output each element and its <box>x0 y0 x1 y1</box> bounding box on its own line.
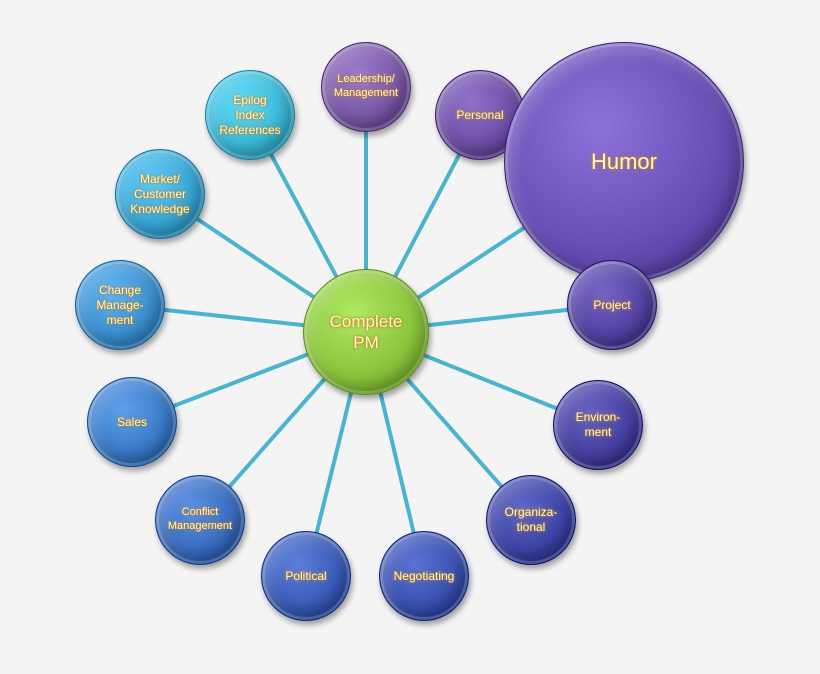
node-project: Project <box>567 260 657 350</box>
node-humor: Humor <box>504 42 744 282</box>
node-political-label: Political <box>285 568 327 583</box>
node-epilog-label: Epilog Index References <box>219 92 281 137</box>
node-humor-label: Humor <box>590 149 657 175</box>
node-sales-label: Sales <box>116 414 148 429</box>
node-leadership: Leadership/ Management <box>321 42 411 132</box>
node-complete-pm: Complete PM <box>303 269 429 395</box>
node-political: Political <box>261 531 351 621</box>
node-sales: Sales <box>87 377 177 467</box>
node-environment-label: Environ- ment <box>575 410 621 439</box>
node-environment: Environ- ment <box>553 380 643 470</box>
node-change: Change Manage- ment <box>75 260 165 350</box>
node-project-label: Project <box>593 297 631 312</box>
node-epilog: Epilog Index References <box>205 70 295 160</box>
node-market-label: Market/ Customer Knowledge <box>130 171 190 216</box>
node-complete-pm-label: Complete PM <box>329 311 403 352</box>
node-personal-label: Personal <box>456 107 504 122</box>
node-change-label: Change Manage- ment <box>96 282 144 327</box>
node-organizational: Organiza- tional <box>486 475 576 565</box>
node-market: Market/ Customer Knowledge <box>115 149 205 239</box>
node-negotiating-label: Negotiating <box>393 568 455 583</box>
node-conflict: Conflict Management <box>155 475 245 565</box>
node-organizational-label: Organiza- tional <box>504 505 558 534</box>
node-conflict-label: Conflict Management <box>167 506 233 532</box>
node-leadership-label: Leadership/ Management <box>333 73 399 99</box>
node-negotiating: Negotiating <box>379 531 469 621</box>
